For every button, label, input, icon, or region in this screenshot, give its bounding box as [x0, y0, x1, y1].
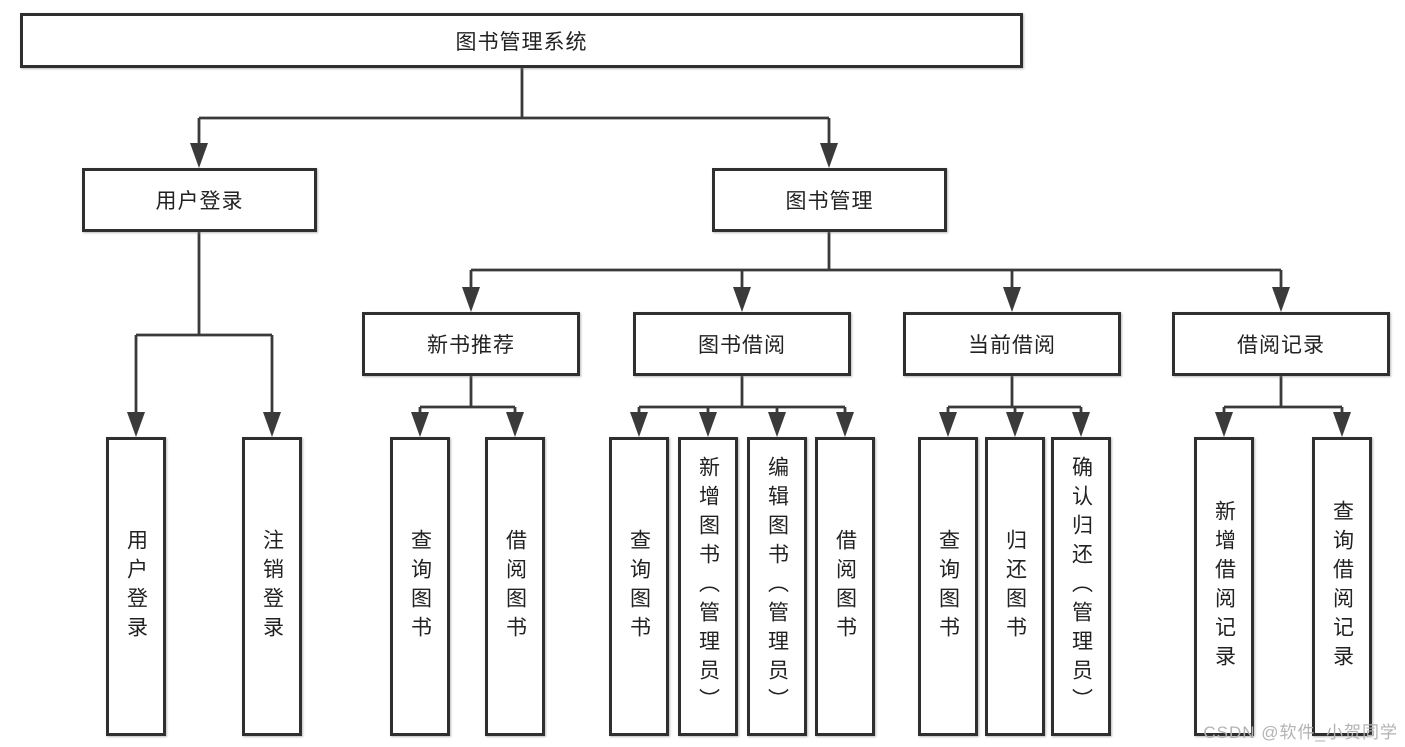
leaf-user-login: 用户登录	[106, 437, 166, 736]
leaf-logout: 注销登录	[242, 437, 302, 736]
leaf-query-books-recommend: 查询图书	[390, 437, 450, 736]
node-book-management: 图书管理	[712, 168, 947, 232]
leaf-borrow-books-recommend: 借阅图书	[485, 437, 545, 736]
arrowheads	[127, 143, 1351, 437]
node-borrow-records: 借阅记录	[1172, 312, 1390, 376]
csdn-watermark: CSDN @软件_小贺同学	[1203, 723, 1398, 742]
leaf-query-books-current: 查询图书	[918, 437, 978, 736]
node-current-borrow: 当前借阅	[903, 312, 1121, 376]
node-user-login: 用户登录	[82, 168, 317, 232]
leaf-return-book: 归还图书	[985, 437, 1045, 736]
leaf-add-borrow-record: 新增借阅记录	[1194, 437, 1254, 736]
leaf-query-borrow-record: 查询借阅记录	[1312, 437, 1372, 736]
node-library-management-system: 图书管理系统	[20, 13, 1023, 68]
leaf-edit-book-admin: 编辑图书（管理员）	[747, 437, 807, 736]
leaf-add-book-admin: 新增图书（管理员）	[678, 437, 738, 736]
node-new-book-recommend: 新书推荐	[362, 312, 580, 376]
leaf-confirm-return-admin: 确认归还（管理员）	[1051, 437, 1111, 736]
node-book-borrow: 图书借阅	[633, 312, 851, 376]
leaf-query-books-borrow: 查询图书	[609, 437, 669, 736]
leaf-borrow-books: 借阅图书	[815, 437, 875, 736]
